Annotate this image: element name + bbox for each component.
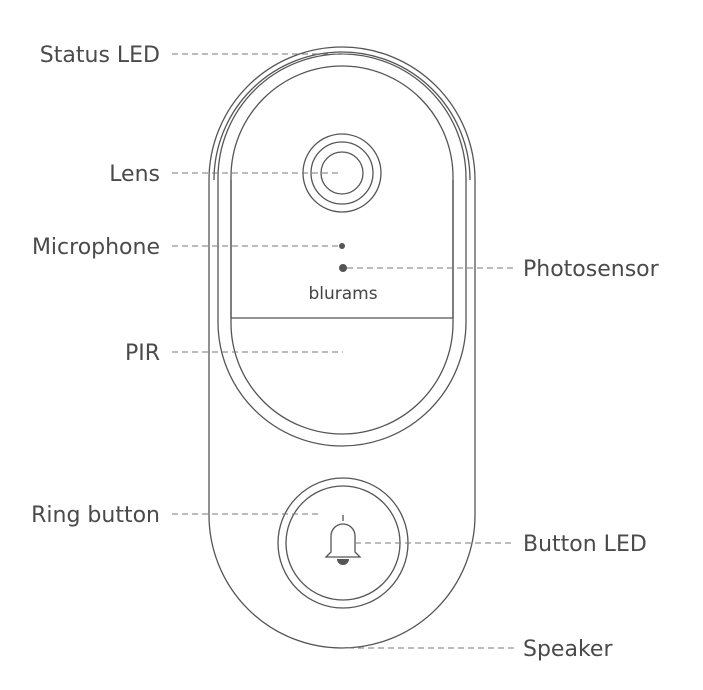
camera-head-outer [217,53,467,447]
label-button-led: Button LED [523,532,647,557]
microphone-dot [339,243,345,249]
label-microphone: Microphone [32,235,160,260]
label-speaker: Speaker [523,637,613,662]
label-pir: PIR [125,341,160,366]
label-photosensor: Photosensor [523,257,660,282]
lens-ring-inner [320,151,364,195]
doorbell-body-inner-edge [213,51,471,181]
camera-head-inner [230,65,454,435]
ring-button-inner [285,485,401,601]
doorbell-body [208,46,476,649]
label-status-led: Status LED [40,43,160,68]
lens-ring-mid [310,141,374,205]
brand-logo: blurams [308,284,377,304]
label-lens: Lens [109,162,160,187]
photosensor-dot [339,264,347,272]
label-ring-button: Ring button [31,503,160,528]
bell-icon [324,515,362,565]
